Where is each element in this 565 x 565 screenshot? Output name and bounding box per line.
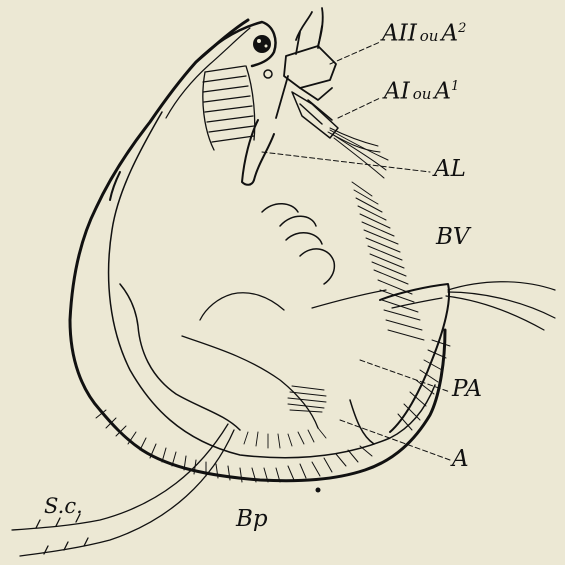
second-antenna xyxy=(276,8,336,118)
inner-fringe xyxy=(244,428,326,448)
antennule-hairs xyxy=(328,128,388,178)
head-muscles xyxy=(203,66,255,150)
abdominal-setae xyxy=(398,340,450,430)
brood-line xyxy=(120,284,240,430)
postabdominal-claws xyxy=(312,282,555,330)
dot-mark xyxy=(316,488,321,493)
label-pa: PA xyxy=(452,378,482,401)
label-bp: Bp xyxy=(236,508,268,531)
label-sc: S.c. xyxy=(44,496,83,517)
rostrum xyxy=(242,120,274,185)
dorsal-edge xyxy=(166,28,250,118)
postabdomen xyxy=(380,284,449,432)
anus-region xyxy=(350,400,374,444)
carapace-inner-line xyxy=(109,112,435,458)
brood-line-2 xyxy=(182,336,318,428)
postabdomen-inner xyxy=(392,298,442,308)
shell-fold xyxy=(200,293,284,320)
label-a: A xyxy=(452,448,469,471)
compound-eye xyxy=(253,35,271,53)
intestine-loops xyxy=(262,204,334,284)
ventral-setae xyxy=(352,182,424,340)
ocellus xyxy=(264,70,272,78)
caudal-setae xyxy=(12,424,234,556)
label-bv: BV xyxy=(436,226,470,249)
label-al: AL xyxy=(434,158,466,181)
leader-lines xyxy=(262,42,450,460)
